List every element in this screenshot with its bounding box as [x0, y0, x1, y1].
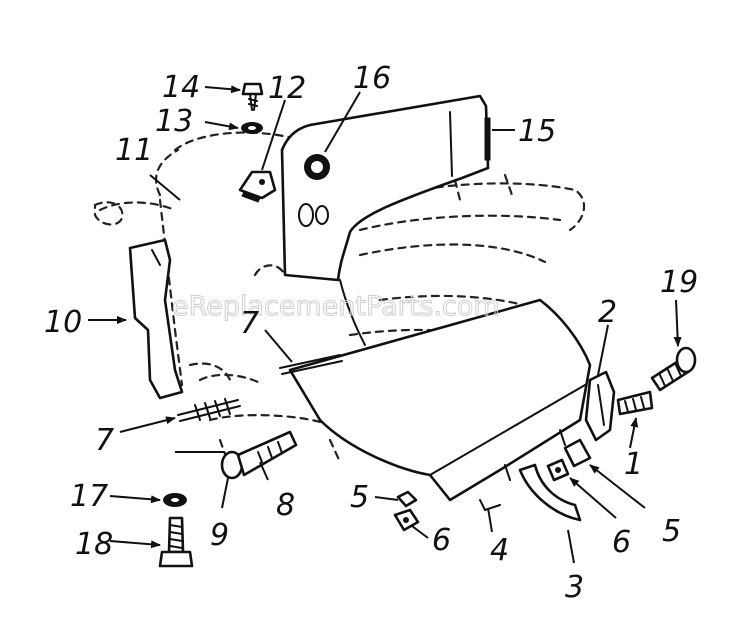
small-bracket: [238, 170, 277, 203]
shroud-plate: [280, 94, 491, 346]
lower-shield: [288, 298, 592, 512]
upper-rod: [279, 354, 343, 375]
screw-14: [241, 82, 264, 111]
screw-1: [616, 390, 654, 416]
callout-5-center: 5: [350, 480, 369, 515]
callout-15: 15: [518, 114, 556, 149]
callout-6-right: 6: [612, 525, 631, 560]
callout-4: 4: [490, 533, 509, 568]
washer-17: [163, 493, 187, 507]
callout-labels: 14 13 12 16 15 11 10 7 7 8 9 17 18 5 6 4…: [44, 61, 698, 605]
callout-6-center: 6: [432, 523, 451, 558]
callout-11: 11: [115, 133, 153, 168]
curved-strap: [518, 463, 582, 522]
callout-1: 1: [624, 447, 643, 482]
grommet: [304, 154, 330, 180]
long-bolt: [220, 430, 298, 480]
callout-13: 13: [155, 104, 193, 139]
callout-14: 14: [162, 70, 200, 105]
callout-8: 8: [276, 488, 295, 523]
leader-lines: [88, 85, 682, 564]
callout-16: 16: [353, 61, 391, 96]
nut-clip-right: [546, 438, 592, 482]
callout-7-lower: 7: [95, 423, 114, 458]
washer-13: [241, 122, 263, 134]
lower-stud: [177, 398, 241, 422]
callout-17: 17: [70, 479, 108, 514]
bolt-18: [158, 516, 194, 568]
callout-10: 10: [44, 305, 82, 340]
part-11-ghost: [98, 201, 177, 212]
side-baffle: [128, 238, 184, 400]
callout-19: 19: [660, 265, 698, 300]
callout-18: 18: [75, 527, 113, 562]
nut-clip-center: [393, 490, 420, 532]
callout-2: 2: [598, 295, 617, 330]
callout-3: 3: [565, 570, 584, 605]
watermark: eReplacementParts.com: [172, 291, 500, 322]
callout-5-right: 5: [662, 514, 681, 549]
callout-7-upper: 7: [240, 306, 259, 341]
bolt-19: [650, 346, 697, 392]
bracket-2: [584, 370, 616, 442]
callout-12: 12: [268, 71, 306, 106]
callout-9: 9: [210, 518, 229, 553]
